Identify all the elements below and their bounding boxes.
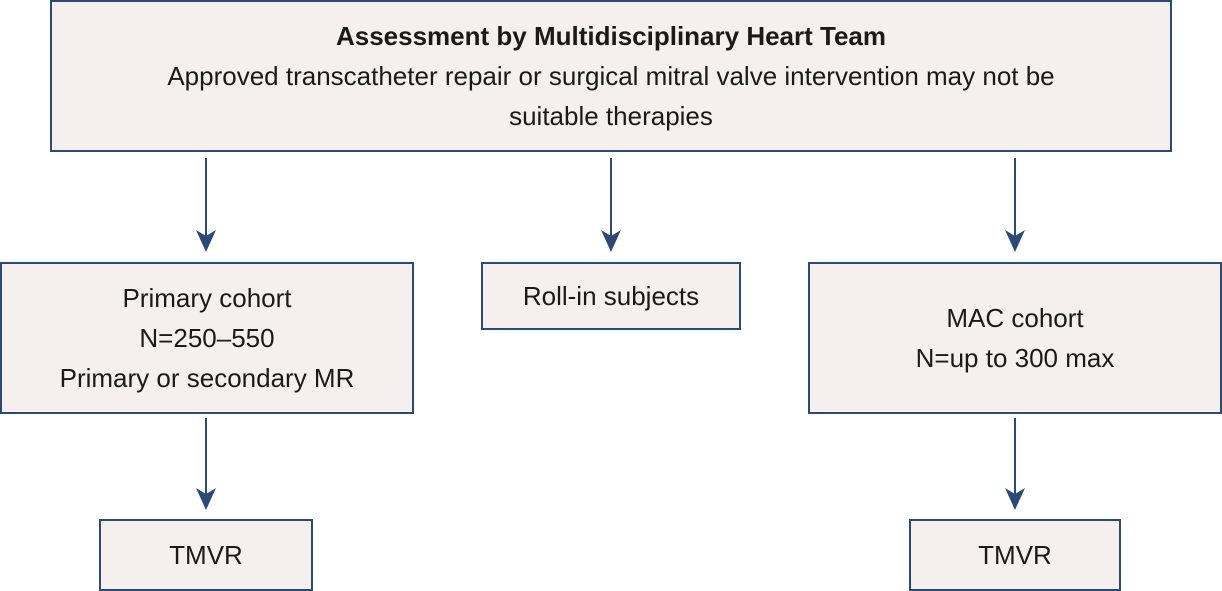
mac-cohort-name: MAC cohort <box>946 303 1084 333</box>
assessment-line-1: Approved transcatheter repair or surgica… <box>167 61 1055 91</box>
mac-cohort-n: N=up to 300 max <box>915 343 1115 373</box>
arrow-to-mac-cohort <box>1005 158 1025 252</box>
primary-cohort-detail: Primary or secondary MR <box>59 363 355 393</box>
tmvr-left-label: TMVR <box>169 540 243 570</box>
arrow-to-primary-cohort <box>196 158 216 252</box>
arrow-to-tmvr-left <box>196 418 216 510</box>
assessment-box: Assessment by Multidisciplinary Heart Te… <box>50 0 1172 152</box>
tmvr-right-box: TMVR <box>909 519 1121 591</box>
arrow-to-tmvr-right <box>1005 418 1025 510</box>
assessment-title: Assessment by Multidisciplinary Heart Te… <box>335 21 887 51</box>
assessment-line-2: suitable therapies <box>509 101 713 131</box>
tmvr-right-label: TMVR <box>978 540 1052 570</box>
mac-cohort-box: MAC cohort N=up to 300 max <box>808 262 1222 414</box>
arrow-to-roll-in <box>601 158 621 252</box>
roll-in-name: Roll-in subjects <box>522 281 700 311</box>
primary-cohort-box: Primary cohort N=250–550 Primary or seco… <box>0 262 414 414</box>
primary-cohort-name: Primary cohort <box>122 283 292 313</box>
primary-cohort-n: N=250–550 <box>139 323 275 353</box>
tmvr-left-box: TMVR <box>99 519 313 591</box>
roll-in-box: Roll-in subjects <box>481 262 741 330</box>
